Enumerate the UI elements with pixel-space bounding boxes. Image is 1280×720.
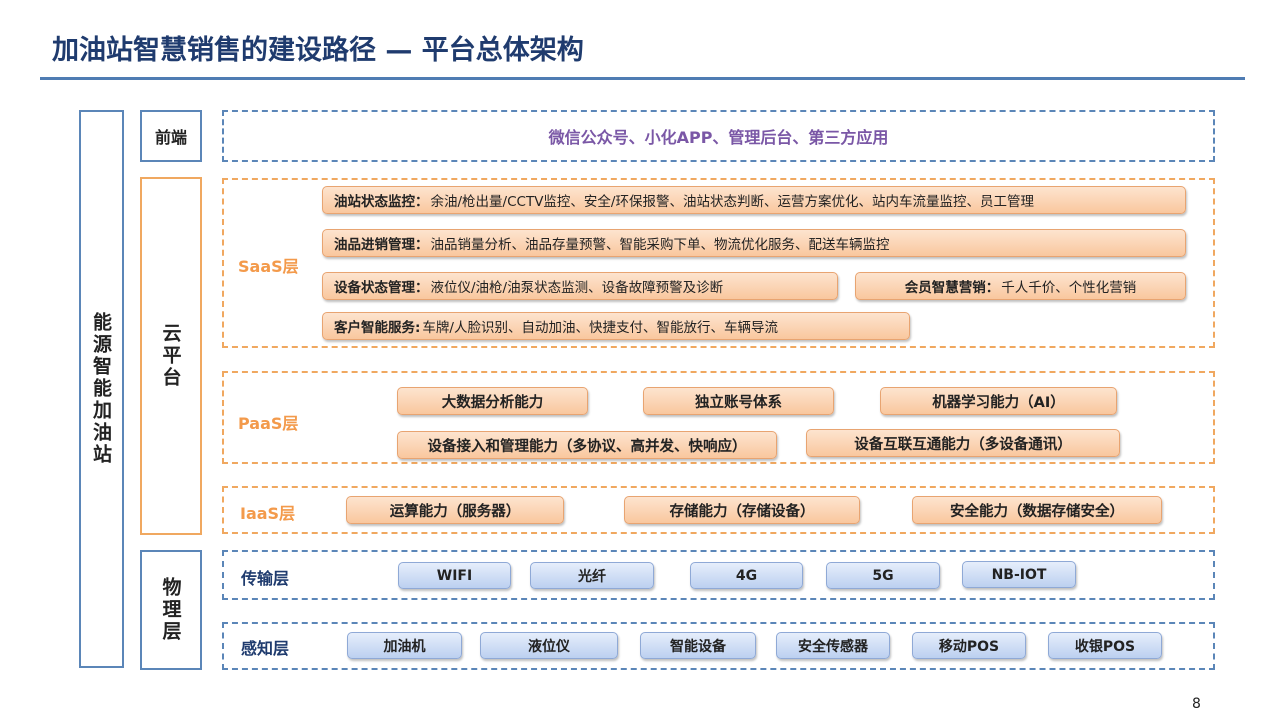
transport-item: 5G [826,562,940,589]
saas-item-desc: 液位仪/油枪/油泵状态监测、设备故障预警及诊断 [430,280,724,296]
paas-frame [222,371,1215,464]
physical-layer-label: 物理层 [159,577,182,643]
page-number: 8 [1192,696,1201,712]
page-title: 加油站智慧销售的建设路径 — 平台总体架构 [52,35,584,66]
saas-item-desc: 油品销量分析、油品存量预警、智能采购下单、物流优化服务、配送车辆监控 [430,237,890,253]
transport-item: WIFI [398,562,511,589]
saas-item: 设备状态管理：液位仪/油枪/油泵状态监测、设备故障预警及诊断 [322,272,838,300]
iaas-item: 安全能力（数据存储安全） [912,496,1162,524]
paas-label: PaaS层 [238,414,299,433]
saas-item: 油站状态监控：余油/枪出量/CCTV监控、安全/环保报警、油站状态判断、运营方案… [322,186,1186,214]
sensing-frame [222,622,1215,670]
iaas-frame [222,486,1215,534]
paas-item: 机器学习能力（AI） [880,387,1117,415]
transport-item: 光纤 [530,562,654,589]
saas-item-desc: 余油/枪出量/CCTV监控、安全/环保报警、油站状态判断、运营方案优化、站内车流… [430,194,1034,210]
iaas-item: 运算能力（服务器） [346,496,564,524]
frontend-frame [222,110,1215,162]
frontend-label-box: 前端 [140,110,202,162]
physical-layer-label-box: 物理层 [140,550,202,670]
saas-item-desc: 千人千价、个性化营销 [1001,280,1137,296]
sensing-item: 液位仪 [480,632,618,659]
saas-item: 油品进销管理：油品销量分析、油品存量预警、智能采购下单、物流优化服务、配送车辆监… [322,229,1186,257]
saas-item-name: 会员智慧营销： [904,280,1000,296]
transport-item: NB-IOT [962,561,1076,588]
cloud-platform-label: 云平台 [159,323,182,389]
sensing-item: 加油机 [347,632,462,659]
saas-item-name: 油站状态监控： [334,194,429,210]
saas-label: SaaS层 [238,257,299,276]
saas-item-name: 油品进销管理： [334,237,429,253]
saas-frame [222,178,1215,348]
saas-item: 客户智能服务:车牌/人脸识别、自动加油、快捷支付、智能放行、车辆导流 [322,312,910,340]
sensing-item: 智能设备 [640,632,756,659]
cloud-platform-label-box: 云平台 [140,177,202,535]
side-label: 能源智能加油站 [90,312,112,466]
transport-label: 传输层 [241,569,290,588]
paas-item: 大数据分析能力 [397,387,588,415]
frontend-label: 前端 [154,128,187,147]
paas-item: 设备互联互通能力（多设备通讯） [806,429,1120,457]
transport-frame [222,550,1215,600]
sensing-item: 收银POS [1048,632,1162,659]
saas-item-desc: 车牌/人脸识别、自动加油、快捷支付、智能放行、车辆导流 [422,320,778,336]
paas-item: 设备接入和管理能力（多协议、高并发、快响应） [397,431,777,459]
saas-item-name: 客户智能服务: [334,320,421,336]
frontend-apps: 微信公众号、小化APP、管理后台、第三方应用 [548,128,889,147]
sensing-label: 感知层 [241,639,290,658]
sensing-item: 移动POS [912,632,1026,659]
saas-item: 会员智慧营销：千人千价、个性化营销 [855,272,1186,300]
title-divider [40,77,1245,80]
saas-item-name: 设备状态管理： [334,280,429,296]
iaas-item: 存储能力（存储设备） [624,496,860,524]
iaas-label: IaaS层 [240,504,296,523]
side-label-box: 能源智能加油站 [79,110,124,668]
paas-item: 独立账号体系 [643,387,834,415]
transport-item: 4G [690,562,803,589]
sensing-item: 安全传感器 [776,632,890,659]
